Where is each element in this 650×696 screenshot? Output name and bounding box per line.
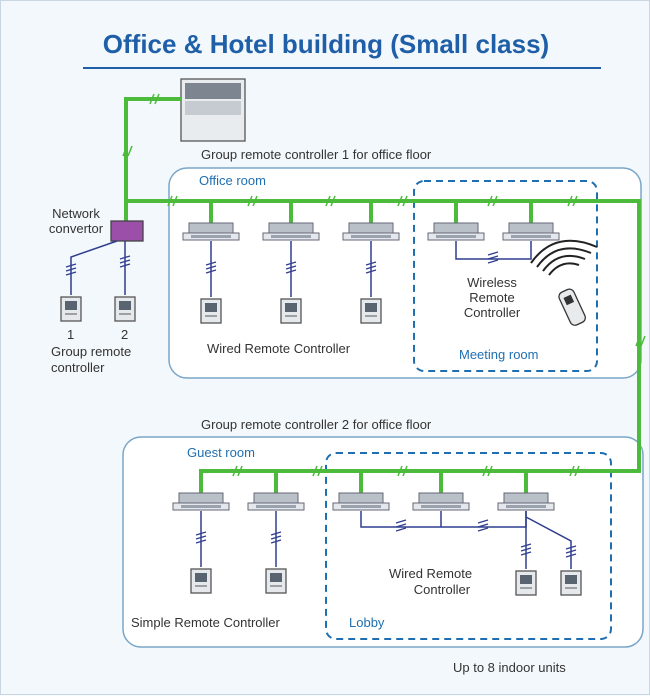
wireless-remote-icon	[530, 239, 598, 326]
footer-note: Up to 8 indoor units	[453, 660, 566, 675]
network-convertor-line2: convertor	[48, 221, 104, 236]
group-remote-label: Group remote controller	[51, 344, 131, 376]
group-remote-line2: controller	[51, 360, 105, 375]
lobby-zone	[325, 452, 612, 640]
group-remote-line1: Group remote	[51, 344, 132, 359]
simple-remote-label: Simple Remote Controller	[131, 615, 280, 630]
network-convertor-line1: Network	[52, 206, 100, 221]
meeting-room-zone	[413, 180, 598, 372]
network-convertor-label: Network convertor	[37, 206, 115, 236]
title-underline	[83, 67, 601, 69]
network-convertor	[110, 220, 144, 242]
wireless-line1: Wireless	[467, 275, 517, 290]
wireless-remote-label: Wireless Remote Controller	[453, 275, 531, 320]
group-remote-2	[114, 296, 136, 322]
wireless-line2: Remote	[469, 290, 515, 305]
convertor-wiring	[70, 240, 126, 295]
group-remote-1	[60, 296, 82, 322]
office-room-label: Office room	[199, 173, 266, 188]
lobby-label: Lobby	[349, 615, 385, 630]
wired-remote-label-2: Wired Remote Controller	[389, 566, 472, 598]
guest-room-zone	[122, 436, 644, 648]
wired-remote-2-line1: Wired Remote	[389, 566, 473, 581]
wired-remote-label-1: Wired Remote Controller	[207, 341, 351, 356]
guest-room-label: Guest room	[187, 445, 255, 460]
wireless-line3: Controller	[463, 305, 521, 320]
group-remote-number-2: 2	[121, 327, 129, 342]
group2-label: Group remote controller 2 for office flo…	[201, 417, 432, 432]
group-remote-controller-unit	[180, 78, 246, 142]
network-bus-line	[124, 97, 641, 493]
wired-remote-2-line2: Controller	[413, 582, 471, 597]
diagram-title: Office & Hotel building (Small class)	[102, 29, 550, 59]
meeting-room-label: Meeting room	[459, 347, 539, 362]
group-remote-number-1: 1	[67, 327, 75, 342]
group1-label: Group remote controller 1 for office flo…	[201, 147, 432, 162]
